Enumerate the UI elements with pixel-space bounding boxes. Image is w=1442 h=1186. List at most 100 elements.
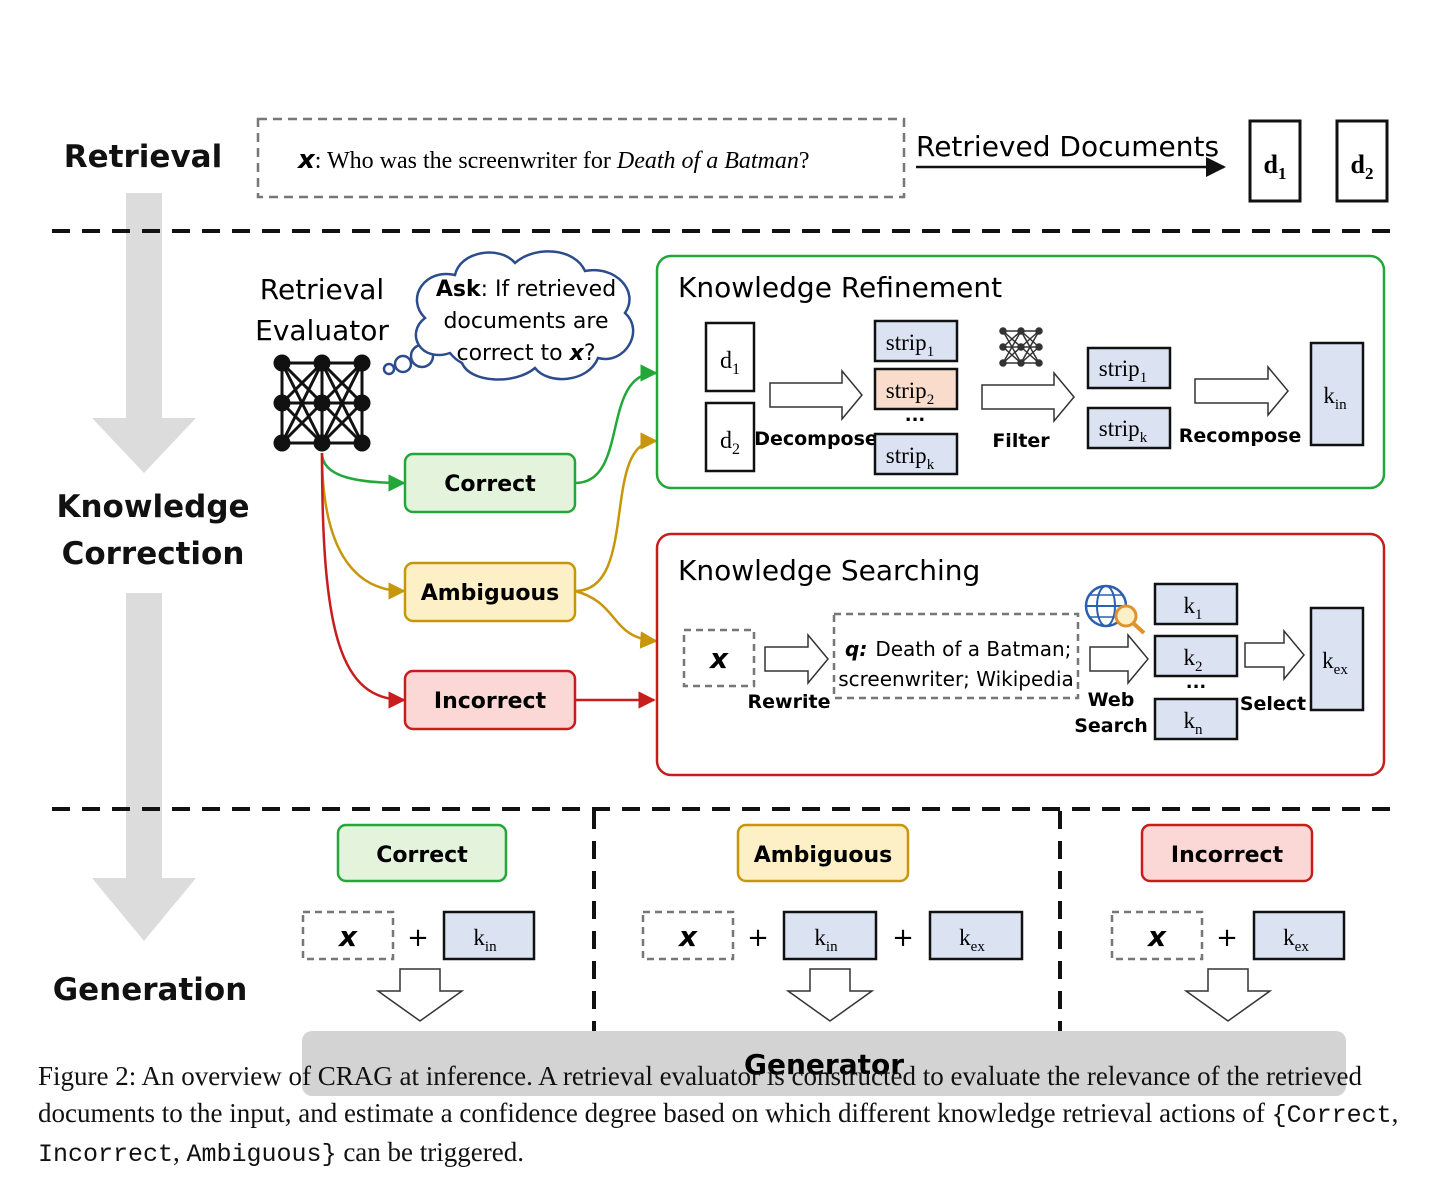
generator-bar <box>302 1031 1346 1096</box>
strip-k-label: stripk <box>886 443 935 473</box>
stage-label-retrieval: Retrieval <box>64 139 222 175</box>
query-box <box>256 117 906 199</box>
k-dots: ... <box>1186 672 1207 693</box>
filter-arrow <box>981 370 1075 424</box>
rewritten-query-line-1: q:Death of a Batman; <box>845 637 1071 661</box>
knowledge-searching-title: Knowledge Searching <box>678 554 980 587</box>
query-text: x: Who was the screenwriter for Death of… <box>296 145 810 175</box>
doc-d1-top <box>1248 119 1302 203</box>
strip-dots: ... <box>905 405 926 426</box>
arrow-evaluator-correct <box>320 452 406 492</box>
generator-label: Generator <box>744 1048 904 1081</box>
gen-correct-x-label: x <box>337 920 358 953</box>
strip-1 <box>873 319 959 363</box>
stage-label-correction-2: Correction <box>62 536 245 572</box>
recompose-arrow <box>1194 364 1289 418</box>
filter-network-icon <box>999 327 1043 367</box>
caption-sep-1: , <box>1391 1098 1399 1128</box>
k-2 <box>1153 634 1239 678</box>
gen-ambiguous-x-label: x <box>677 920 698 953</box>
k-2-label: k2 <box>1184 645 1203 675</box>
web-label: Web <box>1088 689 1135 711</box>
figure-caption: Figure 2: An overview of CRAG at inferen… <box>38 1058 1418 1173</box>
gen-incorrect-k-ex-label: kex <box>1283 925 1309 955</box>
filtered-strip-1-label: strip1 <box>1099 356 1147 386</box>
evaluator-label-1: Retrieval <box>260 273 384 306</box>
k-in-label: kin <box>1323 383 1347 413</box>
doc-d2-top <box>1335 119 1389 203</box>
ref-doc-d2 <box>704 401 756 473</box>
caption-action-incorrect: Incorrect <box>38 1140 174 1169</box>
retrieved-documents-label: Retrieved Documents <box>916 130 1219 163</box>
strip-1-label: strip1 <box>886 330 934 360</box>
ask-line-1: Ask: If retrieved <box>436 277 616 302</box>
search-input-x <box>682 628 756 688</box>
caption-brace-close: } <box>321 1140 337 1169</box>
gen-incorrect-x <box>1110 910 1204 961</box>
caption-action-correct: Correct <box>1286 1101 1392 1130</box>
ask-line-2: documents are <box>443 309 608 334</box>
decompose-label: Decompose <box>754 428 878 450</box>
ref-doc-d1-label: d1 <box>720 348 740 378</box>
gen-incorrect-badge <box>1140 823 1314 883</box>
thought-cloud <box>382 250 635 381</box>
ref-doc-d1 <box>704 321 756 393</box>
gen-ambiguous-k-ex <box>928 910 1024 961</box>
k-n-label: kn <box>1184 708 1204 738</box>
gen-correct-badge <box>336 823 508 883</box>
arrow-ambiguous-refinement <box>574 432 658 593</box>
gen-correct-plus: + <box>407 923 429 953</box>
knowledge-refinement-panel <box>655 254 1386 490</box>
gen-ambiguous-plus-1: + <box>747 923 769 953</box>
action-correct-label: Correct <box>444 472 536 497</box>
select-label: Select <box>1240 693 1306 715</box>
gen-correct-label: Correct <box>376 843 468 868</box>
caption-action-ambiguous: Ambiguous <box>186 1140 322 1169</box>
gen-incorrect-k-ex <box>1252 910 1346 961</box>
gen-correct-x <box>301 910 395 961</box>
caption-sep-2: , <box>173 1137 187 1167</box>
gen-incorrect-label: Incorrect <box>1171 843 1284 868</box>
gen-ambiguous-k-ex-label: kex <box>959 925 985 955</box>
web-search-arrow <box>1089 632 1149 686</box>
filter-label: Filter <box>992 430 1050 452</box>
stage-label-correction-1: Knowledge <box>56 489 249 525</box>
arrow-ambiguous-searching <box>574 589 658 649</box>
gen-correct-k-in-label: kin <box>473 925 497 955</box>
ref-doc-d2-label: d2 <box>720 428 740 458</box>
select-arrow <box>1244 628 1305 682</box>
k-1 <box>1153 582 1239 626</box>
rewrite-label: Rewrite <box>748 691 831 713</box>
knowledge-refinement-title: Knowledge Refinement <box>678 271 1002 304</box>
gen-ambiguous-plus-2: + <box>892 923 914 953</box>
strip-k <box>873 432 959 476</box>
caption-tail: can be triggered. <box>336 1137 524 1167</box>
gen-ambiguous-down-arrow <box>785 968 875 1022</box>
stage-label-generation: Generation <box>53 972 248 1008</box>
neural-network-icon <box>273 354 371 452</box>
gen-ambiguous-k-in-label: kin <box>814 925 838 955</box>
gen-incorrect-x-label: x <box>1146 920 1167 953</box>
evaluator-label-2: Evaluator <box>255 314 389 347</box>
k-1-label: k1 <box>1184 593 1203 623</box>
filtered-strip-1 <box>1086 346 1172 390</box>
decompose-arrow <box>769 368 863 422</box>
filtered-strip-k-label: stripk <box>1099 416 1148 446</box>
gen-ambiguous-x <box>641 910 735 961</box>
search-label: Search <box>1074 715 1148 737</box>
strip-2-label: strip2 <box>886 378 934 408</box>
web-search-globe-icon <box>1084 584 1146 635</box>
arrow-evaluator-incorrect <box>320 452 406 709</box>
gen-incorrect-down-arrow <box>1183 968 1273 1022</box>
rewritten-query-line-2: screenwriter; Wikipedia <box>838 667 1074 691</box>
gen-ambiguous-label: Ambiguous <box>754 843 893 868</box>
gen-ambiguous-k-in <box>782 910 878 961</box>
gen-incorrect-plus: + <box>1216 923 1238 953</box>
k-ex-box <box>1309 606 1365 712</box>
doc-d2-top-label: d2 <box>1351 150 1374 183</box>
action-incorrect-label: Incorrect <box>434 689 547 714</box>
recompose-label: Recompose <box>1179 425 1301 447</box>
caption-brace-open: { <box>1271 1101 1287 1130</box>
gen-correct-down-arrow <box>375 968 465 1022</box>
